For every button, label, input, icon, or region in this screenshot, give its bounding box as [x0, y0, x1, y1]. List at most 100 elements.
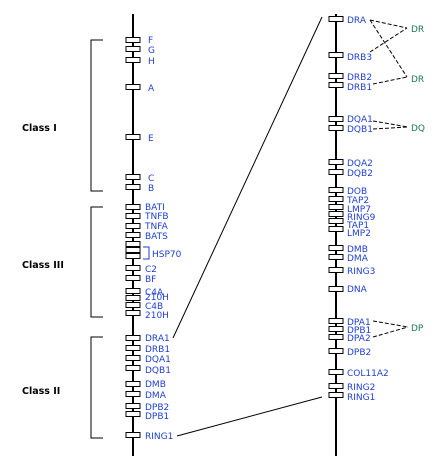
left-gene-box-18 — [125, 302, 141, 308]
left-gene-box-1 — [125, 46, 141, 52]
pair-label-dq: DQ — [411, 124, 425, 134]
gene-label-dqa1: DQA1 — [145, 355, 171, 365]
right-gene-labels: DRA DRB3 DRB2 DRB1 DQA1 DQB1 DQA2 DQB2 D… — [346, 16, 389, 403]
right-gene-box-9 — [328, 196, 344, 202]
right-gene-box-17 — [328, 286, 344, 292]
gene-label-b: B — [148, 184, 154, 194]
gene-label-ring1: RING1 — [145, 432, 173, 442]
gene-label-dpa2: DPA2 — [347, 334, 371, 344]
right-gene-box-11 — [328, 211, 344, 217]
class-iii-label: Class III — [22, 260, 64, 271]
right-gene-box-6 — [328, 159, 344, 165]
left-gene-box-5 — [125, 174, 141, 180]
right-gene-box-18 — [328, 318, 344, 324]
left-gene-box-9 — [125, 223, 141, 229]
right-gene-box-10 — [328, 204, 344, 210]
gene-label-bf: BF — [145, 275, 156, 285]
zoom-connector-top — [172, 16, 323, 339]
dr-pair-line-drb1 — [372, 76, 408, 85]
left-gene-box-3 — [125, 84, 141, 90]
gene-label-bats: BATS — [145, 232, 168, 242]
left-gene-box-27 — [125, 411, 141, 417]
gene-label-ring9: RING9 — [347, 213, 376, 223]
gene-label-bati: BATI — [145, 203, 165, 213]
right-gene-box-1 — [328, 52, 344, 58]
left-gene-box-12 — [125, 247, 141, 253]
right-gene-box-15 — [328, 254, 344, 260]
dp-pair-line-dpa1 — [372, 320, 409, 328]
gene-label-drb1: DRB1 — [145, 345, 170, 355]
gene-label-c2: C2 — [145, 265, 157, 275]
gene-label-tnfa: TNFA — [144, 222, 169, 232]
gene-label-h: H — [148, 57, 155, 67]
class-ii-label: Class II — [22, 386, 60, 397]
right-gene-box-7 — [328, 169, 344, 175]
left-gene-boxes — [125, 37, 141, 438]
gene-label-g: G — [148, 46, 155, 56]
gene-label-210h-2: 210H — [145, 311, 169, 321]
gene-label-dpb1: DPB1 — [145, 412, 169, 422]
left-gene-box-21 — [125, 345, 141, 351]
gene-label-lmp2: LMP2 — [347, 229, 371, 239]
right-gene-box-8 — [328, 187, 344, 193]
dp-pair-line-dpa2 — [372, 326, 409, 338]
pair-label-dr-top: DR — [411, 25, 424, 35]
right-gene-box-4 — [328, 116, 344, 122]
gene-label-tap2: TAP2 — [346, 196, 369, 206]
left-gene-box-8 — [125, 213, 141, 219]
gene-label-dmb: DMB — [145, 380, 166, 390]
right-gene-boxes — [328, 16, 344, 398]
gene-label-dpb1-right: DPB1 — [347, 326, 371, 336]
gene-label-dqb2: DQB2 — [347, 169, 373, 179]
left-gene-box-10 — [125, 232, 141, 238]
pairing-lines — [369, 19, 409, 338]
dq-pair-line-dqa1 — [372, 120, 409, 128]
left-gene-box-4 — [125, 134, 141, 140]
gene-label-c4a: C4A — [145, 288, 164, 298]
gene-label-dob: DOB — [347, 187, 367, 197]
gene-label-210h-1: 210H — [145, 293, 169, 303]
dr-pair-line-drb3 — [369, 27, 408, 53]
gene-label-dra1: DRA1 — [145, 334, 170, 344]
gene-label-hsp70: HSP70 — [152, 250, 182, 260]
right-gene-box-0 — [328, 16, 344, 22]
class-i-label: Class I — [22, 123, 57, 134]
right-gene-box-5 — [328, 125, 344, 131]
gene-label-dqb1: DQB1 — [145, 366, 171, 376]
left-gene-box-20 — [125, 335, 141, 341]
left-gene-box-11 — [125, 241, 141, 247]
left-gene-box-7 — [125, 204, 141, 210]
left-gene-box-23 — [125, 365, 141, 371]
left-gene-box-25 — [125, 391, 141, 397]
gene-label-dma-right: DMA — [347, 254, 369, 264]
dq-pair-line-dqb1 — [372, 126, 409, 130]
gene-label-f: F — [148, 36, 153, 46]
pair-label-dr-bottom: DR — [411, 75, 424, 85]
left-gene-box-14 — [125, 265, 141, 271]
gene-label-ring2: RING2 — [347, 383, 375, 393]
right-gene-box-24 — [328, 392, 344, 398]
gene-label-tap1: TAP1 — [346, 221, 369, 231]
pair-label-dp: DP — [411, 324, 424, 334]
hsp70-bracket — [143, 246, 150, 260]
gene-label-lmp7: LMP7 — [347, 205, 371, 215]
class-i-bracket — [90, 39, 103, 192]
gene-label-dpa1: DPA1 — [347, 318, 371, 328]
left-gene-box-17 — [125, 295, 141, 301]
right-gene-box-3 — [328, 82, 344, 88]
left-gene-box-26 — [125, 403, 141, 409]
gene-label-ring1-right: RING1 — [347, 393, 375, 403]
left-gene-box-13 — [125, 253, 141, 259]
right-gene-box-14 — [328, 245, 344, 251]
gene-label-dpb2: DPB2 — [145, 403, 169, 413]
right-gene-box-22 — [328, 369, 344, 375]
gene-label-dna: DNA — [347, 285, 368, 295]
left-gene-labels: F G H A E C B BATI TNFB TNFA BATS HSP70 … — [144, 36, 182, 442]
gene-label-col11a2: COL11A2 — [347, 369, 389, 379]
right-gene-box-20 — [328, 334, 344, 340]
gene-label-dmb-right: DMB — [347, 245, 368, 255]
left-gene-box-19 — [125, 310, 141, 316]
gene-label-c: C — [148, 174, 154, 184]
dr-pair-line-dra-bottom — [369, 19, 408, 78]
gene-label-dqb1-right: DQB1 — [347, 125, 373, 135]
